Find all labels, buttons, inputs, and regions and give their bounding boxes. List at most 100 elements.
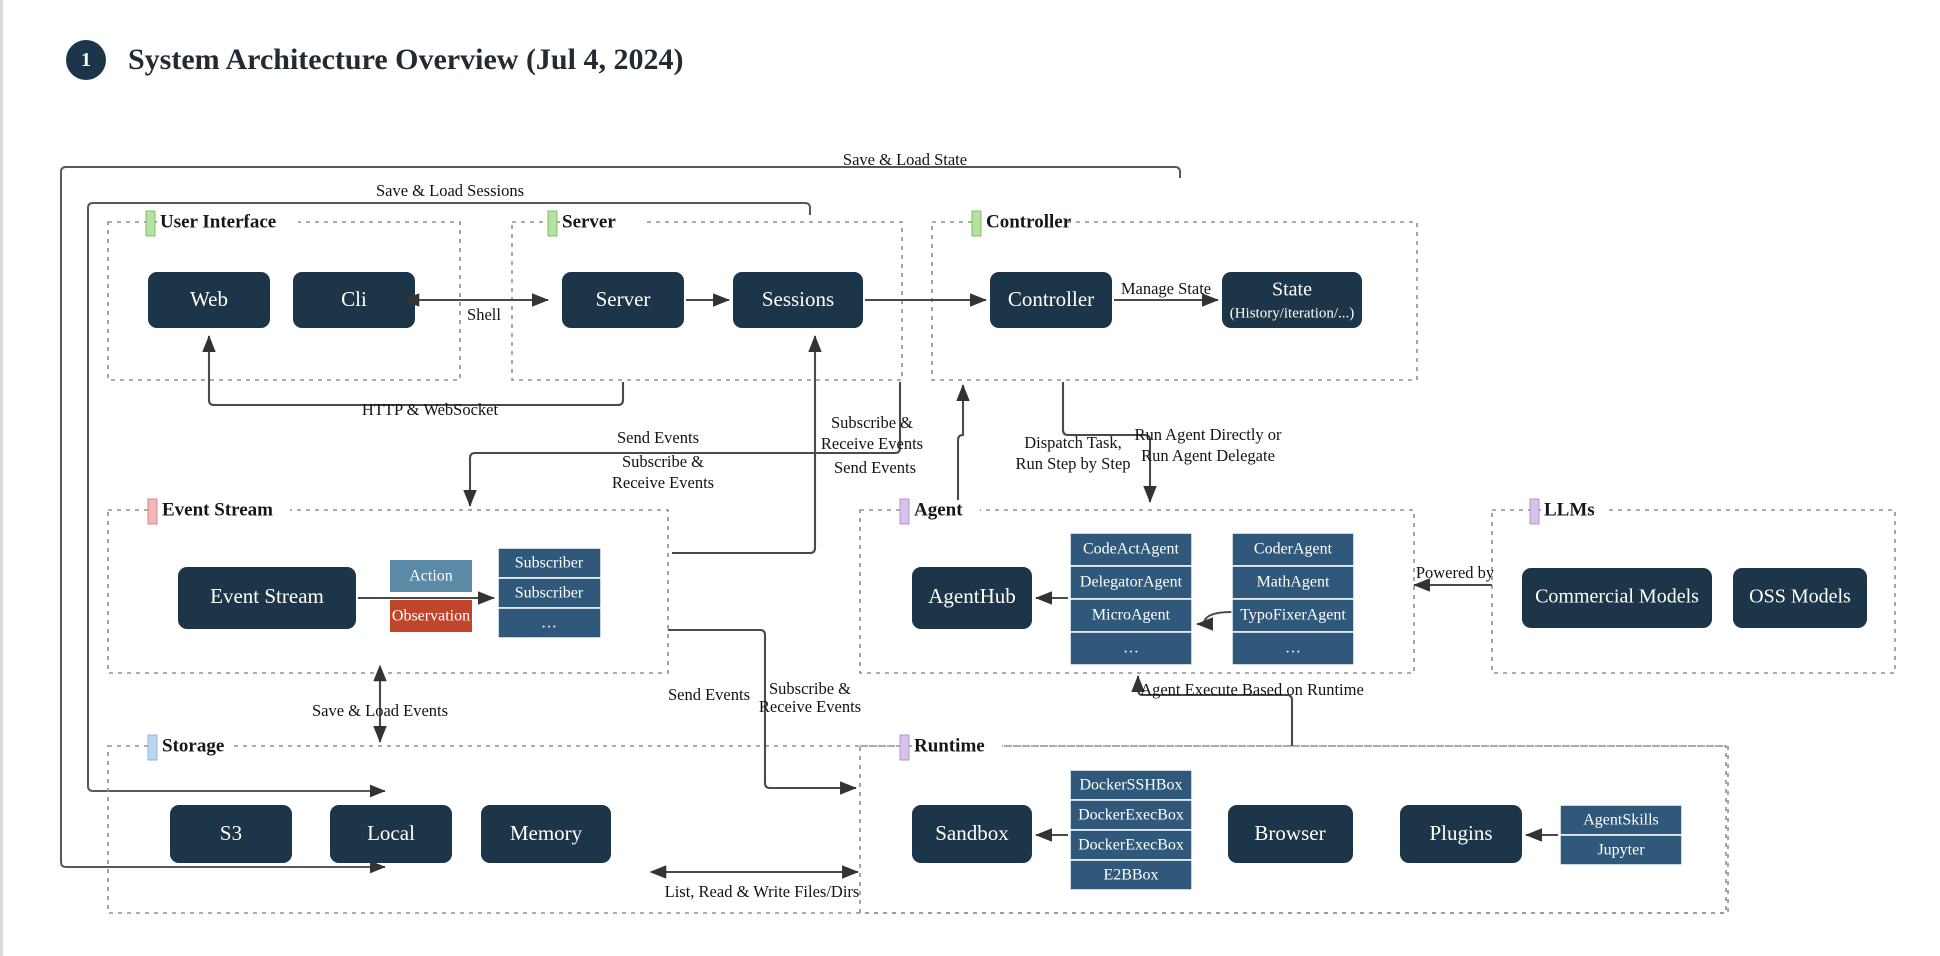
- stack-item-subscriber-0[interactable]: [497, 547, 602, 579]
- stack-label-subscriber-1: Subscriber: [515, 585, 584, 602]
- stack-item-agent-left-0[interactable]: [1069, 532, 1193, 567]
- page-title: System Architecture Overview (Jul 4, 202…: [128, 43, 684, 76]
- node-plugins[interactable]: [1400, 805, 1522, 863]
- edge-label-subscribe-2a: Subscribe &: [831, 413, 913, 432]
- group-bar-user-interface: [145, 210, 156, 237]
- node-state[interactable]: [1222, 272, 1362, 328]
- node-commercial-models[interactable]: [1522, 568, 1712, 628]
- stack-item-agent-left-3[interactable]: [1069, 631, 1193, 666]
- stack-label-sandbox-0: DockerSSHBox: [1079, 777, 1182, 794]
- stack-item-sandbox-1[interactable]: [1069, 799, 1193, 831]
- edge-agents-right-left: [1196, 610, 1233, 631]
- stack-label-plugin-0: AgentSkills: [1583, 812, 1659, 829]
- stack-item-agent-right-3[interactable]: [1231, 631, 1355, 666]
- stack-agents-right: CoderAgent MathAgent TypoFixerAgent …: [1231, 532, 1355, 666]
- edge-send-events-eventstream: [463, 382, 902, 507]
- edge-subscriber-sessions: [672, 335, 822, 555]
- node-sandbox-label: Sandbox: [935, 821, 1009, 845]
- node-s3[interactable]: [170, 805, 292, 863]
- node-agent-hub-label: AgentHub: [928, 584, 1016, 608]
- stack-label-agent-right-2: TypoFixerAgent: [1240, 607, 1346, 624]
- edge-agent-execute-runtime: [1131, 675, 1294, 746]
- edge-label-save-load-state: Save & Load State: [843, 150, 967, 169]
- group-label-server: Server: [562, 211, 616, 232]
- edge-label-send-events-2: Send Events: [834, 458, 916, 477]
- node-commercial-models-label: Commercial Models: [1535, 586, 1699, 608]
- node-memory[interactable]: [481, 805, 611, 863]
- edge-http-websocket: [202, 335, 625, 407]
- stack-item-sandbox-3[interactable]: [1069, 859, 1193, 891]
- node-local[interactable]: [330, 805, 452, 863]
- group-label-bg-controller: [984, 212, 1064, 234]
- edge-label-subscribe-2b: Receive Events: [821, 434, 923, 453]
- stack-plugins: AgentSkills Jupyter: [1559, 804, 1683, 866]
- node-event-stream-label: Event Stream: [210, 584, 324, 608]
- group-label-storage: Storage: [162, 735, 224, 756]
- group-label-bg-event-stream: [160, 500, 290, 522]
- node-browser[interactable]: [1228, 805, 1353, 863]
- edge-label-run-agent-b: Run Agent Delegate: [1141, 446, 1275, 465]
- stack-subscribers: Subscriber Subscriber …: [497, 547, 602, 639]
- edge-label-save-load-sessions: Save & Load Sessions: [376, 181, 524, 200]
- edge-label-subscribe-1a: Subscribe &: [622, 452, 704, 471]
- edge-controller-agent: [1061, 382, 1157, 503]
- node-web[interactable]: [148, 272, 270, 328]
- edge-label-shell: Shell: [467, 305, 501, 324]
- chip-observation[interactable]: [390, 600, 472, 632]
- node-oss-models-label: OSS Models: [1749, 586, 1851, 608]
- group-bar-agent: [899, 498, 910, 525]
- group-bar-server: [547, 210, 558, 237]
- group-label-controller: Controller: [986, 211, 1072, 232]
- stack-sandboxes: DockerSSHBox DockerExecBox DockerExecBox…: [1069, 769, 1193, 891]
- node-sessions[interactable]: [733, 272, 863, 328]
- node-state-sublabel: (History/iteration/...): [1230, 305, 1355, 321]
- node-oss-models[interactable]: [1733, 568, 1867, 628]
- group-bar-runtime: [899, 734, 910, 761]
- stack-item-subscriber-2[interactable]: [497, 607, 602, 639]
- group-label-event-stream: Event Stream: [162, 499, 273, 520]
- group-label-runtime: Runtime: [914, 735, 985, 756]
- stack-label-subscriber-2: …: [541, 615, 557, 632]
- node-local-label: Local: [367, 821, 415, 845]
- node-server[interactable]: [562, 272, 684, 328]
- edge-label-subscribe-3b: Receive Events: [759, 697, 861, 716]
- node-plugins-label: Plugins: [1429, 821, 1492, 845]
- stack-label-agent-left-2: MicroAgent: [1092, 607, 1171, 624]
- stack-item-sandbox-0[interactable]: [1069, 769, 1193, 801]
- node-cli[interactable]: [293, 272, 415, 328]
- stack-item-agent-right-0[interactable]: [1231, 532, 1355, 567]
- node-controller-label: Controller: [1008, 287, 1094, 311]
- group-label-bg-llms: [1542, 500, 1604, 522]
- edge-label-run-agent-a: Run Agent Directly or: [1134, 425, 1282, 444]
- node-agent-hub[interactable]: [912, 567, 1032, 629]
- group-label-user-interface: User Interface: [160, 211, 276, 232]
- group-bar-event-stream: [147, 498, 158, 525]
- group-label-bg-server: [560, 212, 642, 234]
- stack-label-agent-right-3: …: [1285, 640, 1301, 657]
- node-browser-label: Browser: [1254, 821, 1325, 845]
- stack-label-agent-right-1: MathAgent: [1257, 574, 1330, 591]
- edge-label-http-websocket: HTTP & WebSocket: [362, 400, 499, 419]
- chip-action[interactable]: [390, 560, 472, 592]
- node-sandbox[interactable]: [912, 805, 1032, 863]
- node-event-stream[interactable]: [178, 567, 356, 629]
- edge-label-powered-by: Powered by: [1416, 563, 1495, 582]
- node-sessions-label: Sessions: [762, 287, 834, 311]
- edge-label-dispatch-a: Dispatch Task,: [1024, 433, 1122, 452]
- node-cli-label: Cli: [341, 287, 367, 311]
- stack-label-plugin-1: Jupyter: [1597, 842, 1645, 859]
- edge-eventstream-runtime: [668, 628, 857, 795]
- stack-item-plugin-1[interactable]: [1559, 834, 1683, 866]
- group-event-stream: [107, 509, 669, 674]
- node-server-label: Server: [596, 287, 651, 311]
- chip-observation-label: Observation: [392, 608, 470, 625]
- edge-label-send-events-1: Send Events: [617, 428, 699, 447]
- slide-number-badge: 1: [66, 40, 106, 80]
- stack-label-agent-left-3: …: [1123, 640, 1139, 657]
- node-controller[interactable]: [990, 272, 1112, 328]
- node-memory-label: Memory: [510, 821, 583, 845]
- group-bar-controller: [971, 210, 982, 237]
- stack-label-agent-left-1: DelegatorAgent: [1080, 574, 1183, 591]
- edge-label-save-load-events: Save & Load Events: [312, 701, 448, 720]
